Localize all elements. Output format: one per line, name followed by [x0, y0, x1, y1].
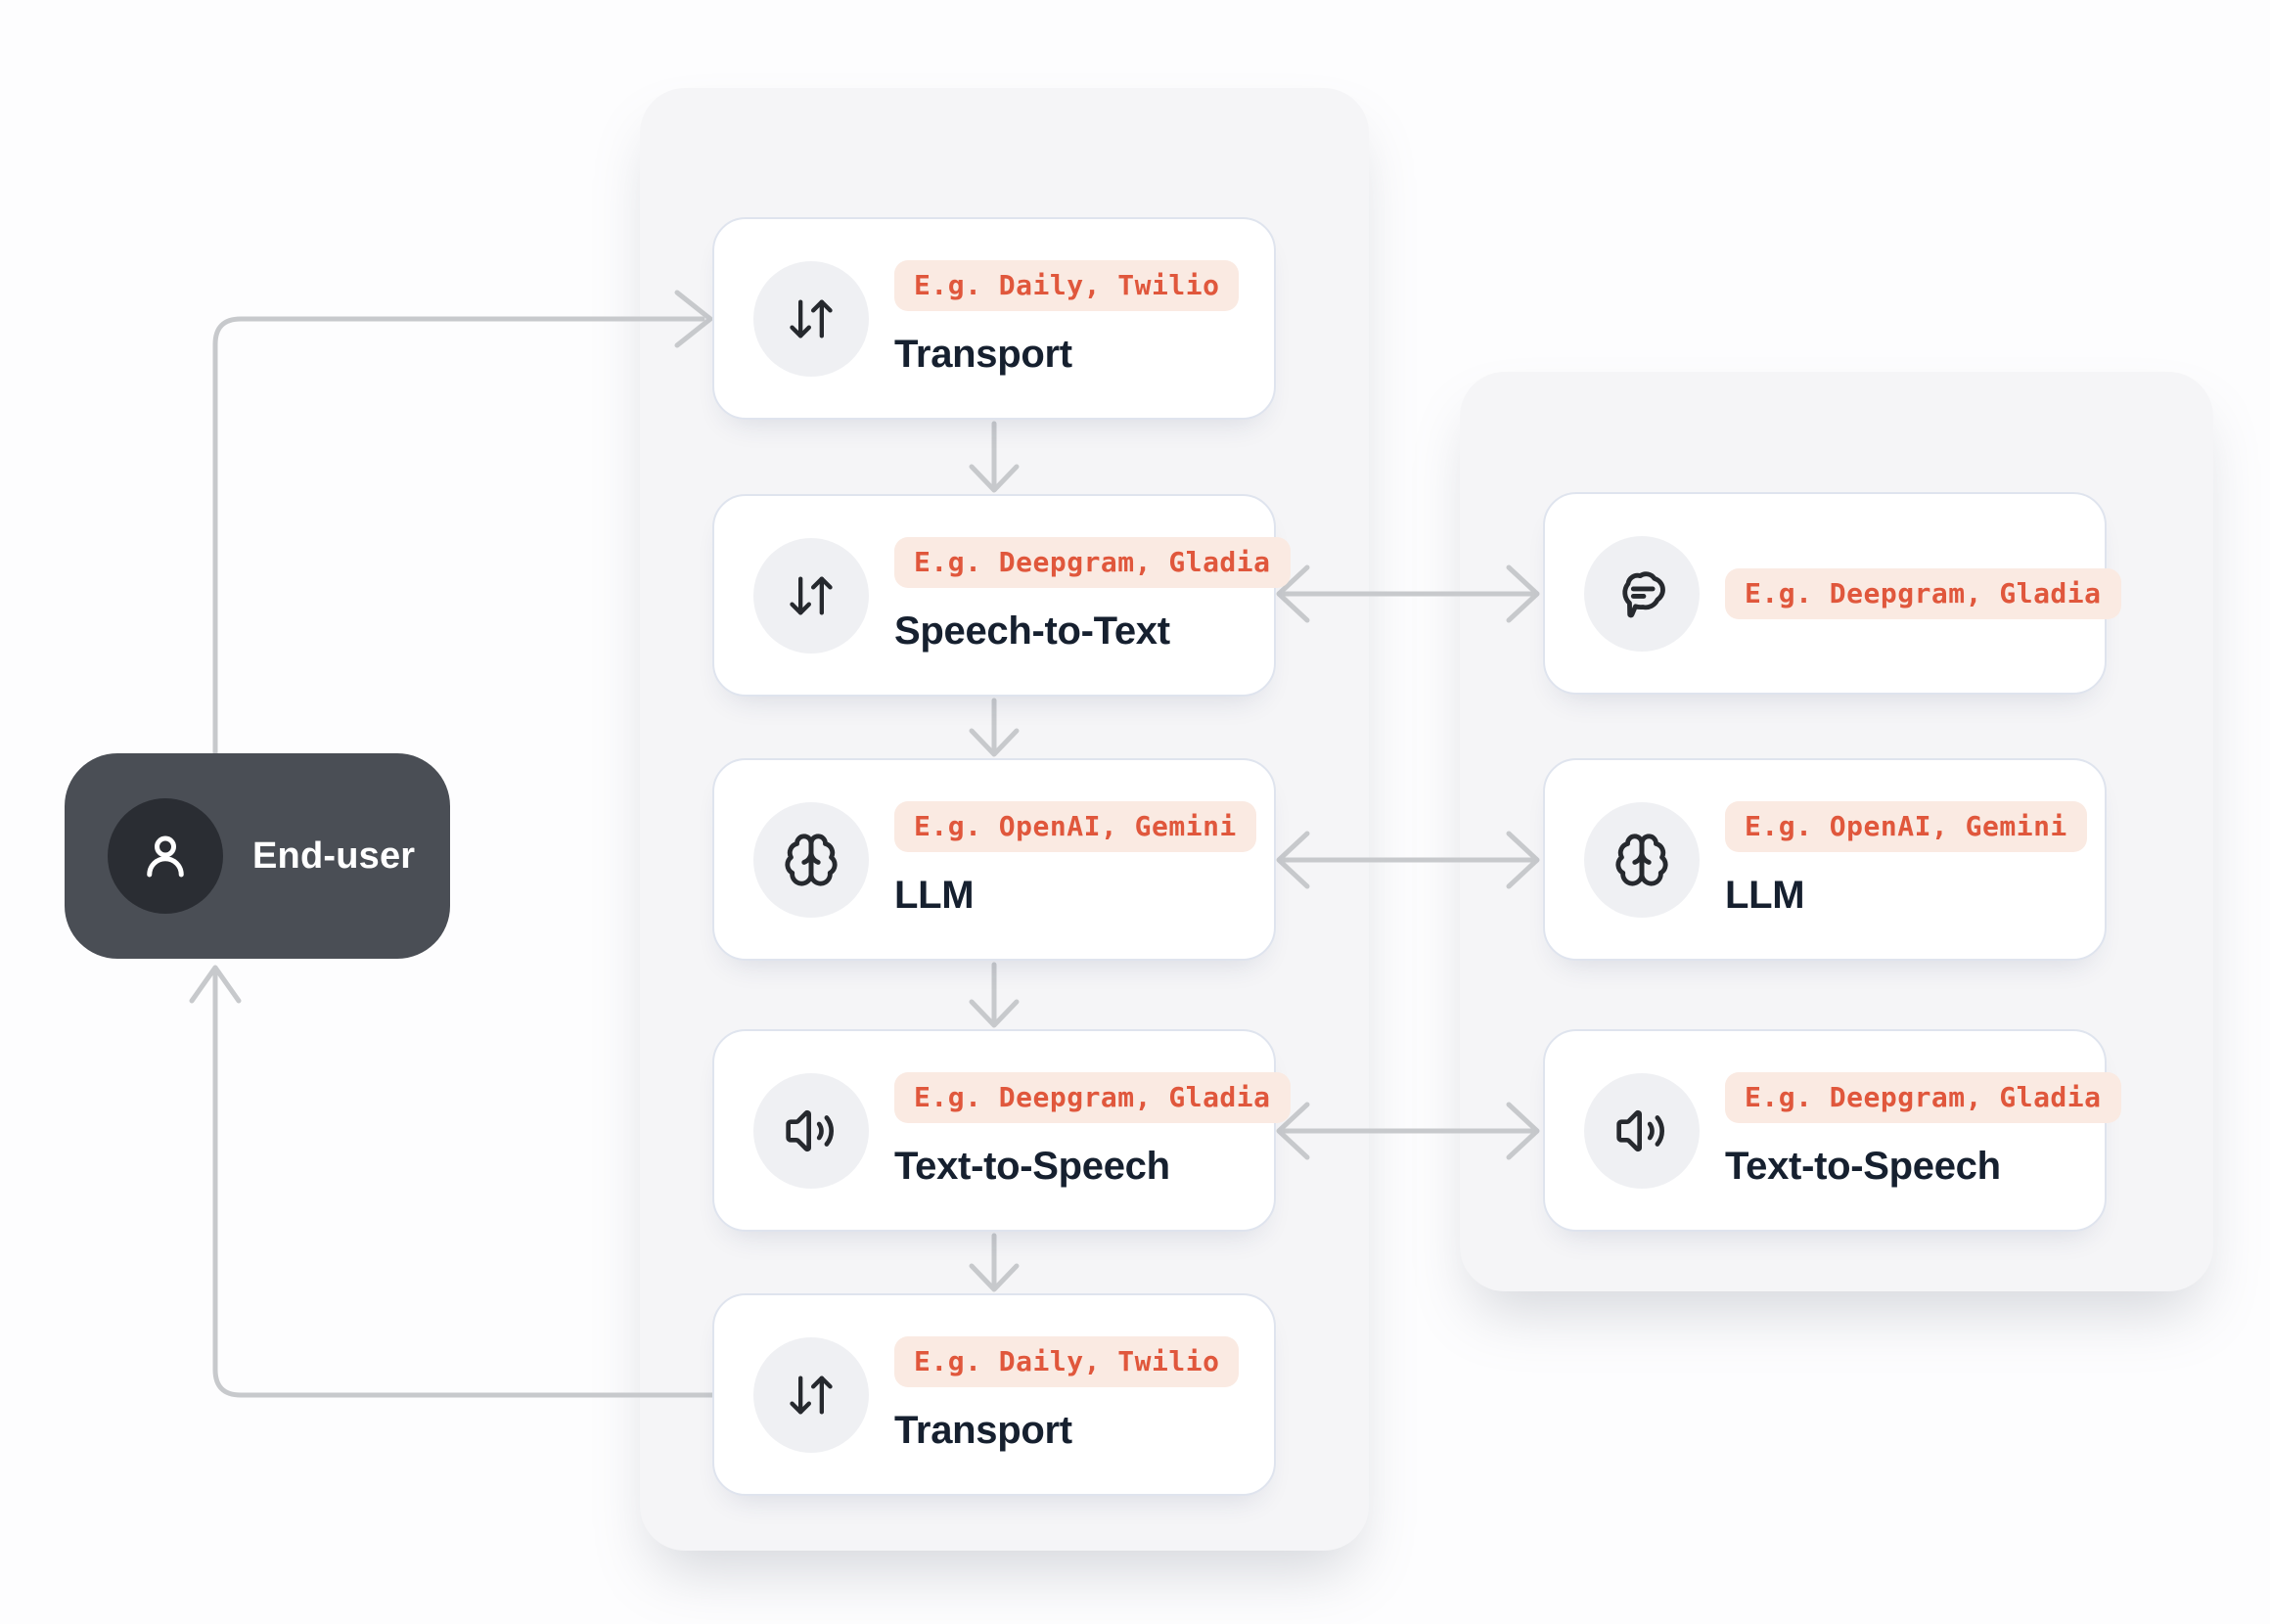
examples-badge: E.g. OpenAI, Gemini [1725, 801, 2087, 852]
icon-circle [753, 260, 869, 377]
card-speech-to-text: E.g. Deepgram, Gladia Speech-to-Text [712, 494, 1291, 697]
user-icon [147, 835, 184, 878]
examples-badge: E.g. Daily, Twilio [894, 260, 1240, 311]
arrow-down-up-icon [790, 1376, 833, 1414]
icon-circle [753, 537, 869, 654]
card-text: E.g. Daily, Twilio Transport [894, 260, 1240, 377]
speaker-icon [786, 1109, 834, 1151]
brain-icon [785, 833, 838, 886]
card-transport-out: E.g. Daily, Twilio Transport [712, 1293, 1276, 1496]
card-title: LLM [1725, 874, 1805, 917]
icon-circle [753, 801, 869, 918]
speaker-icon [1616, 1109, 1664, 1151]
ai-card-llm: E.g. OpenAI, Gemini LLM [1543, 758, 2107, 961]
icon-circle [1584, 801, 1700, 918]
arrowhead-into-enduser [189, 965, 242, 1004]
card-text: E.g. Deepgram, Gladia Text-to-Speech [894, 1072, 1291, 1189]
ai-card-text-to-speech: E.g. Deepgram, Gladia Text-to-Speech [1543, 1029, 2121, 1232]
card-text: E.g. Deepgram, Gladia [1725, 567, 2121, 619]
end-user-box: End-user [65, 753, 450, 959]
card-text: E.g. OpenAI, Gemini LLM [894, 801, 1256, 918]
examples-badge: E.g. Deepgram, Gladia [1725, 1072, 2121, 1123]
speech-bubble-icon [1622, 570, 1665, 617]
examples-badge: E.g. Deepgram, Gladia [894, 1072, 1291, 1123]
card-title: Text-to-Speech [1725, 1145, 2001, 1188]
ai-card-speech-to-text: E.g. Deepgram, Gladia [1543, 492, 2121, 695]
arrow-down-up-icon [790, 576, 833, 614]
card-llm: E.g. OpenAI, Gemini LLM [712, 758, 1276, 961]
card-title: Speech-to-Text [894, 609, 1170, 653]
icon-circle [753, 1072, 869, 1189]
arrow-transport-to-enduser [212, 968, 715, 1398]
examples-badge: E.g. Daily, Twilio [894, 1336, 1240, 1387]
icon-circle [753, 1336, 869, 1453]
examples-badge: E.g. Deepgram, Gladia [894, 537, 1291, 588]
examples-badge: E.g. Deepgram, Gladia [1725, 567, 2121, 619]
arrow-down-up-icon [790, 299, 833, 338]
card-text: E.g. Daily, Twilio Transport [894, 1336, 1240, 1453]
examples-badge: E.g. OpenAI, Gemini [894, 801, 1256, 852]
arrow-enduser-to-transport [212, 316, 705, 756]
avatar [108, 798, 223, 914]
card-text-to-speech: E.g. Deepgram, Gladia Text-to-Speech [712, 1029, 1291, 1232]
brain-icon [1615, 833, 1668, 886]
card-text: E.g. Deepgram, Gladia Text-to-Speech [1725, 1072, 2121, 1189]
card-title: Transport [894, 1409, 1072, 1452]
card-text: E.g. OpenAI, Gemini LLM [1725, 801, 2087, 918]
icon-circle [1584, 1072, 1700, 1189]
icon-circle [1584, 535, 1700, 652]
card-title: Transport [894, 333, 1072, 376]
end-user-label: End-user [252, 835, 416, 877]
card-title: Text-to-Speech [894, 1145, 1170, 1188]
card-transport-in: E.g. Daily, Twilio Transport [712, 217, 1276, 420]
card-text: E.g. Deepgram, Gladia Speech-to-Text [894, 537, 1291, 654]
card-title: LLM [894, 874, 975, 917]
